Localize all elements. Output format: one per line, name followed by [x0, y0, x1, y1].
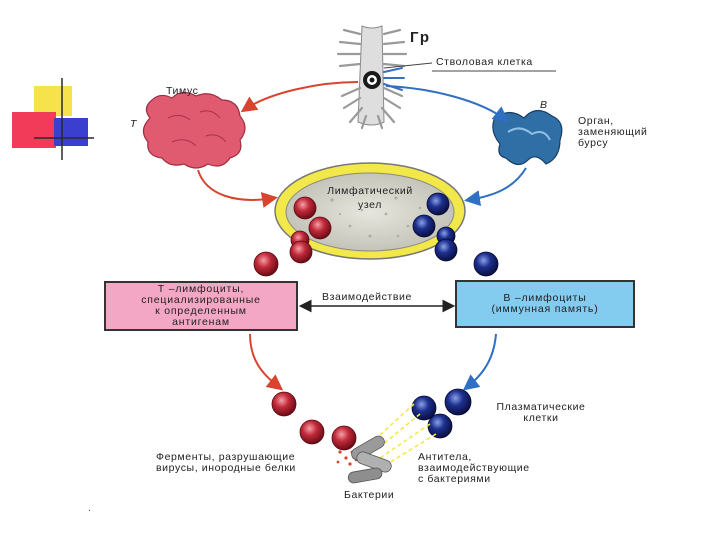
label-bursa-organ: Орган, заменяющий бурсу	[578, 115, 648, 149]
bacteria	[347, 435, 392, 484]
arrow-bursa-to-node	[464, 167, 527, 207]
effector-t-cells	[271, 391, 357, 451]
t-lymphocytes-text: Т –лимфоциты, специализированные к опред…	[141, 283, 261, 328]
bursa-organ	[492, 109, 563, 166]
label-antibodies: Антитела, взаимодействующие с бактериями	[418, 451, 530, 485]
label-bacteria: Бактерии	[344, 489, 395, 501]
label-thymus: Тимус	[166, 85, 199, 97]
arrow-thymus-to-node	[197, 169, 278, 208]
t-cells-released	[253, 240, 313, 277]
thymus-organ	[142, 91, 246, 169]
label-enzymes: Ферменты, разрушающие вирусы, инородные …	[156, 451, 296, 474]
arrow-b-to-plasma	[462, 333, 497, 391]
label-t-letter: Т	[130, 118, 138, 130]
plasma-cells	[411, 388, 472, 439]
stem-cell-pointer	[383, 62, 433, 69]
label-gr: Гр	[410, 29, 432, 46]
label-lymph-node: Лимфатический узел	[327, 185, 413, 211]
b-lymphocytes-box: В –лимфоциты (иммунная память)	[455, 280, 635, 328]
label-interaction: Взаимодействие	[322, 291, 412, 303]
stem-cell	[363, 71, 381, 89]
arrow-to-thymus	[240, 81, 359, 113]
label-stem-cell: Стволовая клетка	[436, 56, 533, 68]
label-plasma-cells: Плазматические клетки	[496, 401, 586, 424]
decorative-squares	[12, 78, 94, 160]
stray-dot: .	[88, 503, 91, 514]
label-b-letter: В	[540, 99, 548, 111]
b-lymphocytes-text: В –лимфоциты (иммунная память)	[491, 292, 599, 315]
t-lymphocytes-box: Т –лимфоциты, специализированные к опред…	[104, 281, 298, 331]
b-cells-released	[434, 238, 499, 277]
arrow-t-to-effector	[249, 333, 284, 391]
arrow-to-bursa	[385, 85, 510, 123]
